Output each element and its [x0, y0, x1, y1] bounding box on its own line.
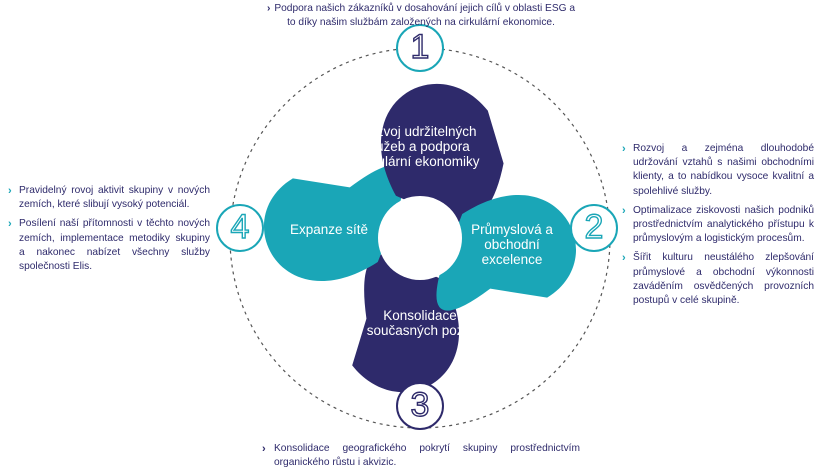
- segment-right-label: Průmyslová a obchodní excelence: [471, 222, 553, 267]
- note-right: ›Rozvoj a zejména dlouhodobé udržování v…: [622, 142, 814, 313]
- note-right-item: ›Šířit kulturu neustálého zlepšování prů…: [622, 252, 814, 307]
- chevron-right-icon: ›: [8, 185, 12, 197]
- note-left-item: ›Posílení naší přítomnosti v těchto nový…: [8, 218, 210, 273]
- badge-1: 1: [396, 24, 444, 72]
- chevron-right-icon: ›: [266, 3, 271, 14]
- note-left-item: ›Pravidelný rovoj aktivit skupiny v nový…: [8, 185, 210, 211]
- chevron-right-icon: ›: [622, 143, 626, 155]
- badge-3: 3: [396, 382, 444, 430]
- segment-top-shape: [380, 83, 504, 223]
- segment-right-shape: [436, 194, 577, 311]
- note-right-item: ›Rozvoj a zejména dlouhodobé udržování v…: [622, 143, 814, 197]
- badge-4-number: 4: [231, 208, 250, 246]
- chevron-right-icon: ›: [622, 204, 626, 217]
- note-top: ›Podpora našich zákazníků v dosahování j…: [262, 2, 580, 35]
- segment-left-label: Expanze sítě: [289, 222, 369, 237]
- chevron-right-icon: ›: [8, 218, 12, 231]
- chevron-right-icon: ›: [262, 443, 266, 455]
- segment-left-shape: [263, 165, 404, 282]
- note-bottom: ›Konsolidace geografického pokrytí skupi…: [262, 442, 580, 475]
- note-left: ›Pravidelný rovoj aktivit skupiny v nový…: [8, 184, 210, 279]
- segment-bottom-label: Konsolidace současných pozic: [366, 308, 474, 338]
- segment-bottom-shape: [352, 254, 460, 393]
- badge-1-number: 1: [411, 28, 430, 66]
- segment-top-label: Rozvoj udržitelných služeb a podpora cir…: [356, 124, 480, 169]
- badge-2: 2: [570, 204, 618, 252]
- badge-4: 4: [216, 204, 264, 252]
- note-top-item: ›Podpora našich zákazníků v dosahování j…: [266, 3, 576, 29]
- note-bottom-item: ›Konsolidace geografického pokrytí skupi…: [262, 443, 580, 469]
- badge-2-number: 2: [585, 208, 604, 246]
- chevron-right-icon: ›: [622, 252, 626, 265]
- note-right-item: ›Optimalizace ziskovosti našich podniků …: [622, 204, 814, 245]
- center-hole: [378, 196, 462, 280]
- badge-3-number: 3: [411, 386, 430, 424]
